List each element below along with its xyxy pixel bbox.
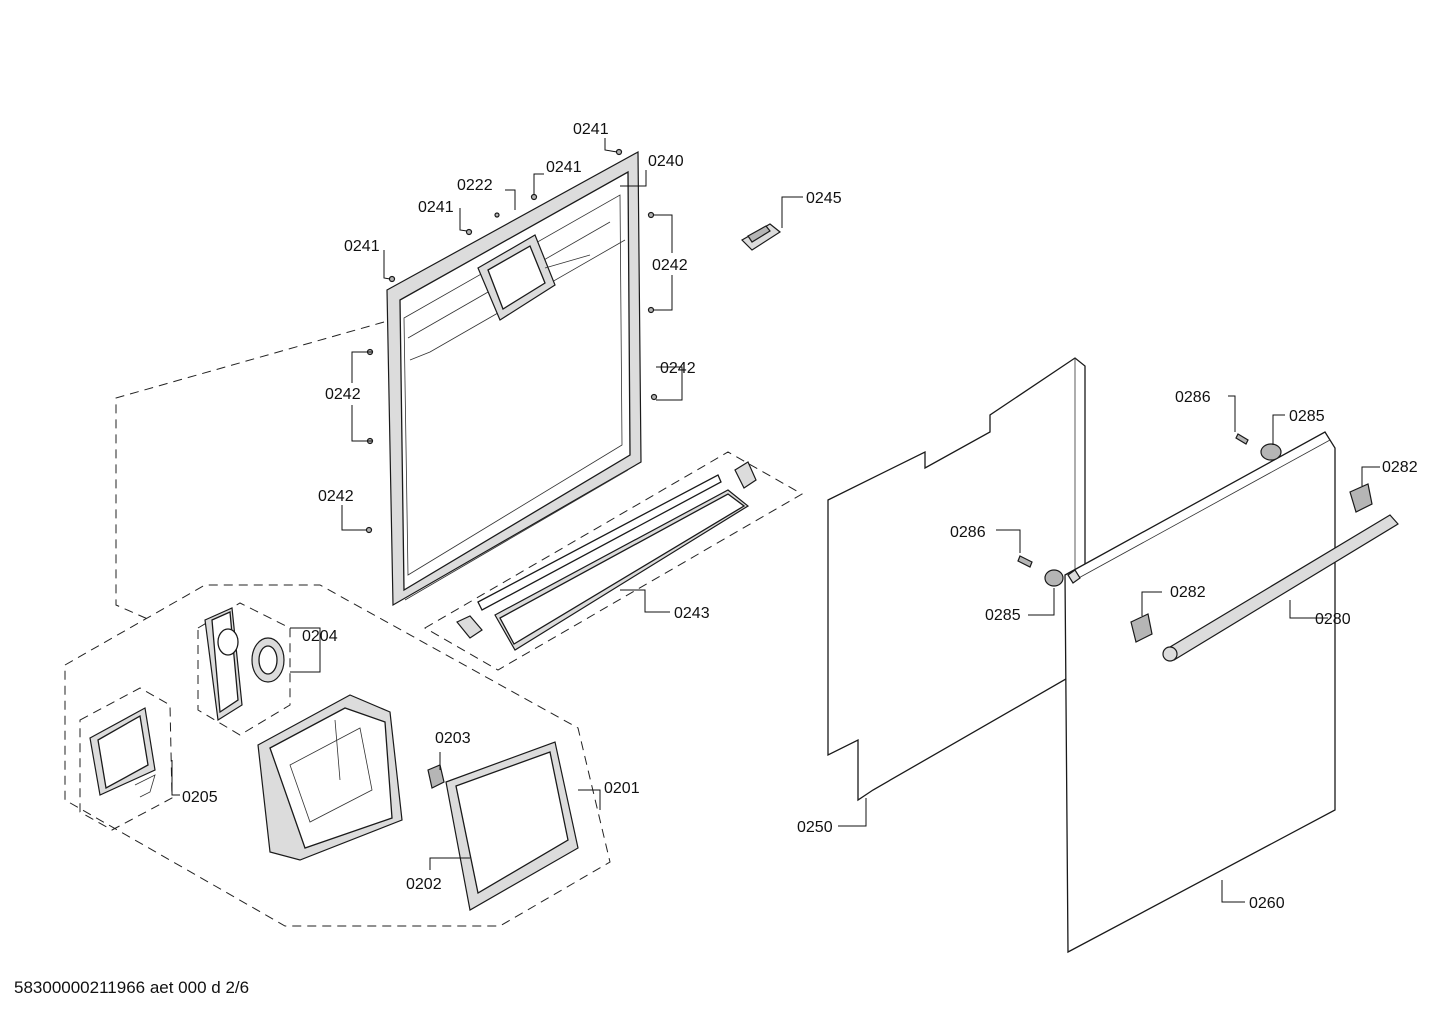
- callout-0282-right: 0282: [1382, 459, 1418, 476]
- callout-0201: 0201: [604, 780, 640, 797]
- control-module: [257, 694, 403, 861]
- frame-link-outline: [115, 321, 385, 621]
- callout-0245: 0245: [806, 190, 842, 207]
- callout-0202: 0202: [406, 876, 442, 893]
- assembly-outlines: [64, 321, 804, 927]
- callout-0243: 0243: [674, 605, 710, 622]
- hinge-rail-group-outline: [424, 451, 804, 671]
- handle-hardware: [1017, 433, 1373, 643]
- callout-0241-mid: 0241: [418, 199, 454, 216]
- callout-0260: 0260: [1249, 895, 1285, 912]
- callout-0241-top: 0241: [573, 121, 609, 138]
- callout-0222: 0222: [457, 177, 493, 194]
- callout-0204: 0204: [302, 628, 338, 645]
- switch-bracket: [204, 607, 285, 722]
- callout-0241-upper: 0241: [546, 159, 582, 176]
- callout-0286-lower: 0286: [950, 524, 986, 541]
- latch-part: [741, 223, 782, 251]
- panel-group-outline: [79, 687, 173, 831]
- switch-group-outline: [197, 602, 291, 736]
- hinge-rails: [456, 461, 757, 651]
- callout-0241-left: 0241: [344, 238, 380, 255]
- callout-0282-left: 0282: [1170, 584, 1206, 601]
- inner-door-frame: [386, 150, 642, 607]
- drawing-number: 58300000211966 aet 000 d 2/6: [14, 978, 250, 997]
- callout-0242-right-lower: 0242: [660, 360, 696, 377]
- callout-0240: 0240: [648, 153, 684, 170]
- callout-0285-lower: 0285: [985, 607, 1021, 624]
- display-frame: [445, 741, 579, 911]
- callout-0205: 0205: [182, 789, 218, 806]
- callout-0285-upper: 0285: [1289, 408, 1325, 425]
- callout-0203: 0203: [435, 730, 471, 747]
- callout-labels: 0241 0240 0241 0222 0241 0241 0245 0242 …: [182, 121, 1418, 912]
- callout-0280: 0280: [1315, 611, 1351, 628]
- callout-0242-left-upper: 0242: [325, 386, 361, 403]
- callout-0286-upper: 0286: [1175, 389, 1211, 406]
- door-front-with-handle: [1064, 431, 1399, 954]
- callout-0242-right-upper: 0242: [652, 257, 688, 274]
- callout-0242-left-lower: 0242: [318, 488, 354, 505]
- clip-part: [427, 764, 445, 789]
- callout-0250: 0250: [797, 819, 833, 836]
- control-module-group-outline: [64, 584, 611, 927]
- outer-door-panel: [827, 357, 1086, 802]
- control-panel: [89, 707, 156, 798]
- leader-lines: [171, 138, 1380, 903]
